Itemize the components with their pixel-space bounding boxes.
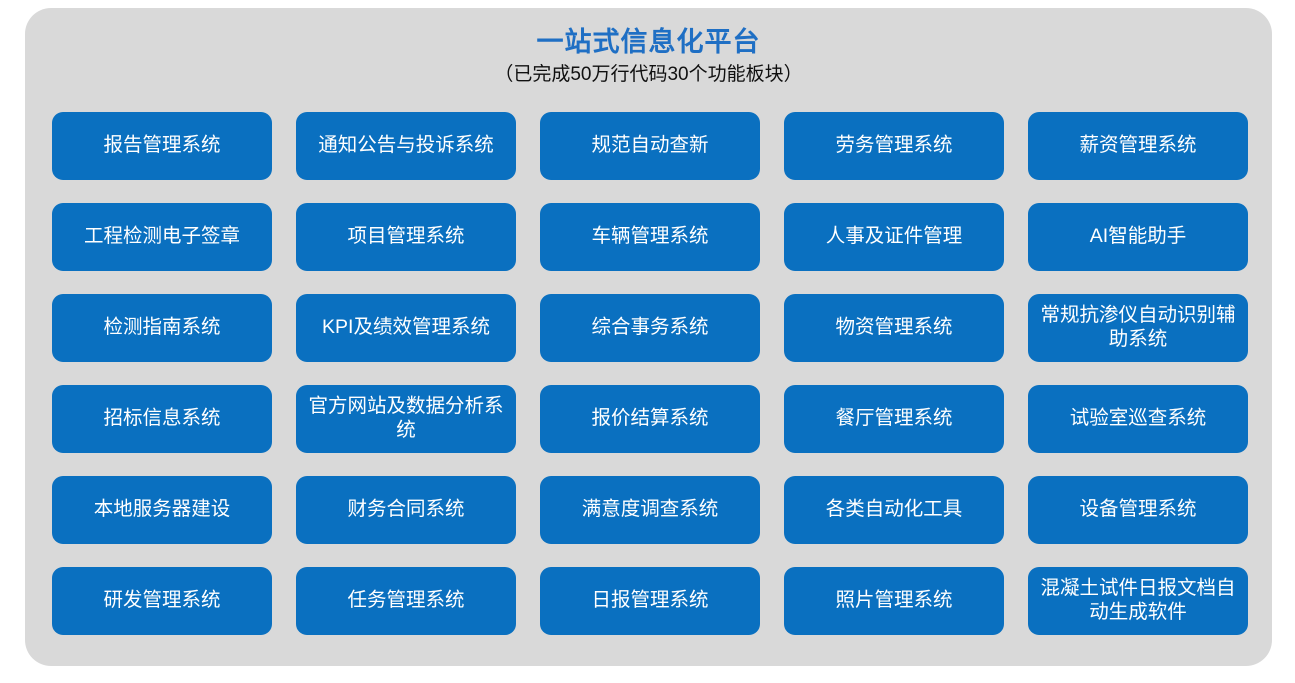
module-card[interactable]: 各类自动化工具 bbox=[784, 476, 1004, 544]
module-card[interactable]: 本地服务器建设 bbox=[52, 476, 272, 544]
module-card[interactable]: 研发管理系统 bbox=[52, 567, 272, 635]
module-card-label: 试验室巡查系统 bbox=[1069, 407, 1207, 430]
module-card[interactable]: 混凝土试件日报文档自动生成软件 bbox=[1028, 567, 1248, 635]
module-card[interactable]: 人事及证件管理 bbox=[784, 203, 1004, 271]
module-card[interactable]: 试验室巡查系统 bbox=[1028, 385, 1248, 453]
panel-header: 一站式信息化平台 （已完成50万行代码30个功能板块） bbox=[25, 8, 1272, 87]
module-card-label: 通知公告与投诉系统 bbox=[318, 134, 494, 157]
module-card[interactable]: AI智能助手 bbox=[1028, 203, 1248, 271]
module-card-label: 照片管理系统 bbox=[835, 589, 953, 612]
module-card-label: 规范自动查新 bbox=[591, 134, 709, 157]
module-card[interactable]: 物资管理系统 bbox=[784, 294, 1004, 362]
module-card-label: 综合事务系统 bbox=[591, 316, 709, 339]
module-card[interactable]: 官方网站及数据分析系统 bbox=[296, 385, 516, 453]
module-card[interactable]: 综合事务系统 bbox=[540, 294, 760, 362]
module-card-label: AI智能助手 bbox=[1089, 225, 1187, 248]
module-card[interactable]: 薪资管理系统 bbox=[1028, 112, 1248, 180]
page-title: 一站式信息化平台 bbox=[536, 27, 761, 57]
module-card[interactable]: 照片管理系统 bbox=[784, 567, 1004, 635]
module-card[interactable]: 报价结算系统 bbox=[540, 385, 760, 453]
module-card-label: 官方网站及数据分析系统 bbox=[308, 395, 504, 441]
module-grid: 报告管理系统 通知公告与投诉系统 规范自动查新 劳务管理系统 薪资管理系统工程检测电子签… bbox=[52, 112, 1248, 635]
module-card-label: 报告管理系统 bbox=[103, 134, 221, 157]
module-card-label: 混凝土试件日报文档自动生成软件 bbox=[1040, 577, 1236, 623]
module-card[interactable]: KPI及绩效管理系统 bbox=[296, 294, 516, 362]
module-card-label: 薪资管理系统 bbox=[1079, 134, 1197, 157]
module-card-label: 车辆管理系统 bbox=[591, 225, 709, 248]
module-card[interactable]: 车辆管理系统 bbox=[540, 203, 760, 271]
module-card[interactable]: 设备管理系统 bbox=[1028, 476, 1248, 544]
module-card[interactable]: 通知公告与投诉系统 bbox=[296, 112, 516, 180]
module-card[interactable]: 招标信息系统 bbox=[52, 385, 272, 453]
module-card-label: 劳务管理系统 bbox=[835, 134, 953, 157]
module-card-label: 检测指南系统 bbox=[103, 316, 221, 339]
module-card-label: 项目管理系统 bbox=[347, 225, 465, 248]
module-card[interactable]: 常规抗渗仪自动识别辅助系统 bbox=[1028, 294, 1248, 362]
module-card-label: 满意度调查系统 bbox=[581, 498, 719, 521]
module-card-label: 餐厅管理系统 bbox=[835, 407, 953, 430]
module-card[interactable]: 日报管理系统 bbox=[540, 567, 760, 635]
module-card[interactable]: 检测指南系统 bbox=[52, 294, 272, 362]
module-card-label: 招标信息系统 bbox=[103, 407, 221, 430]
module-card-label: 财务合同系统 bbox=[347, 498, 465, 521]
module-card[interactable]: 满意度调查系统 bbox=[540, 476, 760, 544]
module-card[interactable]: 劳务管理系统 bbox=[784, 112, 1004, 180]
page-subtitle: （已完成50万行代码30个功能板块） bbox=[494, 64, 803, 86]
module-card-label: 物资管理系统 bbox=[835, 316, 953, 339]
module-card-label: 本地服务器建设 bbox=[93, 498, 231, 521]
module-card-label: 各类自动化工具 bbox=[825, 498, 963, 521]
module-card-label: 报价结算系统 bbox=[591, 407, 709, 430]
module-card[interactable]: 任务管理系统 bbox=[296, 567, 516, 635]
module-card-label: 日报管理系统 bbox=[591, 589, 709, 612]
module-card-label: 研发管理系统 bbox=[103, 589, 221, 612]
module-card[interactable]: 规范自动查新 bbox=[540, 112, 760, 180]
module-card-label: 常规抗渗仪自动识别辅助系统 bbox=[1040, 304, 1236, 350]
platform-panel: 一站式信息化平台 （已完成50万行代码30个功能板块） 报告管理系统 通知公告与投… bbox=[25, 8, 1272, 666]
module-card[interactable]: 报告管理系统 bbox=[52, 112, 272, 180]
module-card[interactable]: 工程检测电子签章 bbox=[52, 203, 272, 271]
module-card-label: KPI及绩效管理系统 bbox=[322, 316, 490, 339]
module-card-label: 设备管理系统 bbox=[1079, 498, 1197, 521]
module-card-label: 任务管理系统 bbox=[347, 589, 465, 612]
module-card[interactable]: 财务合同系统 bbox=[296, 476, 516, 544]
module-card-label: 工程检测电子签章 bbox=[83, 225, 240, 248]
module-card[interactable]: 餐厅管理系统 bbox=[784, 385, 1004, 453]
module-card[interactable]: 项目管理系统 bbox=[296, 203, 516, 271]
module-card-label: 人事及证件管理 bbox=[825, 225, 963, 248]
